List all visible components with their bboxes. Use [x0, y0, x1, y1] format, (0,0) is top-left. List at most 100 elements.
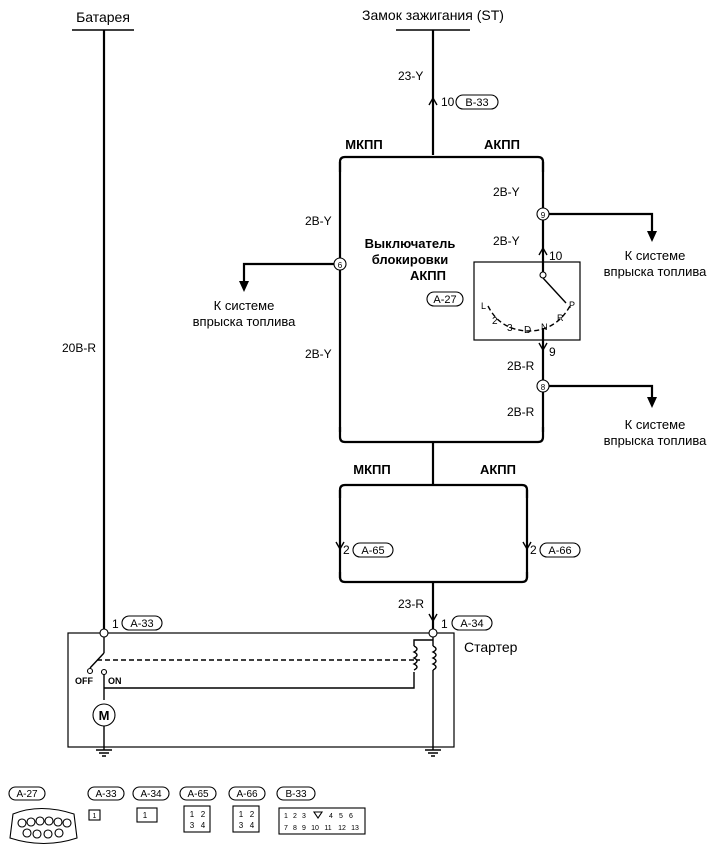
pin-arrow-a66 [522, 541, 532, 551]
mt-lower-wire-label: 2B-Y [305, 347, 332, 361]
at-upper-wire-label-2: 2B-Y [493, 234, 520, 248]
battery-label: Батарея [76, 9, 130, 25]
upper-split-bracket [338, 155, 545, 172]
a65-connector-label: A-65 [361, 545, 384, 557]
a27-connector-label: A-27 [433, 294, 456, 306]
legend-a33-connector-icon [88, 809, 101, 821]
at-bottom-label: АКПП [480, 462, 516, 477]
pin-a27 [44, 816, 54, 826]
mt-fuel-arrow [239, 281, 249, 292]
gear-d: D [524, 325, 531, 336]
a65-pin-number: 2 [343, 543, 350, 557]
pull-in-coil [412, 645, 418, 671]
mt-bottom-label: МКПП [353, 462, 390, 477]
gear-l: L [481, 301, 486, 311]
pin-a27 [62, 818, 72, 828]
inhibitor-pivot [539, 271, 547, 279]
motor-ground-symbol [96, 744, 112, 757]
legend-a66-pin-4: 4 [250, 821, 255, 830]
starter-label: Стартер [464, 639, 518, 655]
legend-a34-tag [132, 786, 170, 801]
coil-feed [413, 637, 434, 646]
legend-b33-pin: 9 [302, 825, 306, 832]
legend-a65-pin-4: 4 [201, 821, 206, 830]
pin-arrow-b33 [428, 96, 438, 106]
legend-b33-pin: 7 [284, 825, 288, 832]
at-upper-fuel-arrow [647, 231, 657, 242]
inhibitor-contact-arc [487, 305, 571, 332]
fuel-left-line1: К системе [214, 298, 275, 313]
starter-terminal [428, 628, 438, 638]
legend-b33-tag [276, 786, 316, 801]
pin-a27 [22, 828, 32, 838]
battery-wire-label: 20B-R [62, 341, 96, 355]
at-upper-fuel-branch [549, 212, 654, 232]
legend-a66-connector-icon [232, 805, 260, 833]
gear-n: N [541, 322, 548, 332]
gear-p: P [569, 300, 575, 310]
legend-b33: B-33 1 2 3 4 5 6 7 8 9 10 11 12 13 [276, 786, 366, 835]
legend-a33-pin: 1 [93, 813, 97, 820]
pin-arrow-a34 [428, 613, 438, 623]
lower-split-bracket [338, 483, 529, 498]
a27-connector-tag [426, 291, 464, 307]
legend-a66: A-66 1 2 3 4 [228, 786, 266, 833]
inhib-pin-top-number: 10 [549, 249, 563, 263]
legend-b33-pin: 2 [293, 813, 297, 820]
legend-b33-pin: 5 [339, 813, 343, 820]
legend-b33-pin: 13 [351, 825, 359, 832]
pin-a27 [35, 816, 45, 826]
pin-a27 [26, 817, 36, 827]
mt-top-label: МКПП [345, 137, 382, 152]
legend-a33-label: A-33 [95, 789, 117, 800]
gear-3: 3 [507, 323, 513, 334]
inhib-pin-arrow-top [538, 246, 548, 256]
legend-a65-pin-1: 1 [190, 810, 195, 819]
pin-a27 [32, 829, 42, 839]
legend-b33-pin: 6 [349, 813, 353, 820]
inhibitor-contact-arm [542, 277, 567, 304]
battery-terminal [99, 628, 109, 638]
fuel-left-line2: впрыска топлива [193, 314, 297, 329]
at-top-label: АКПП [484, 137, 520, 152]
starter-wire-label: 23-R [398, 597, 424, 611]
legend-b33-pin: 11 [324, 825, 331, 832]
gear-r: R [557, 313, 564, 323]
inhibitor-label-1: Выключатель [365, 236, 456, 251]
at-lower-fuel-arrow [647, 397, 657, 408]
at-lower-wire-label-2: 2B-R [507, 405, 535, 419]
inhibitor-label-2: блокировки [372, 252, 449, 267]
b33-connector-label: B-33 [465, 97, 488, 109]
gear-2: 2 [492, 316, 498, 327]
legend-a27-label: A-27 [16, 789, 38, 800]
legend-b33-pin-grid: 1 2 3 4 5 6 7 8 9 10 11 12 13 [284, 811, 359, 832]
pin-a27 [43, 829, 53, 839]
fuel-right-bottom-line2: впрыска топлива [604, 433, 708, 448]
legend-b33-key-icon [312, 811, 324, 819]
a66-connector-label: A-66 [548, 545, 571, 557]
junction-at-lower-number: 8 [541, 383, 546, 392]
junction-mt-number: 6 [338, 261, 343, 270]
pin-a27 [54, 828, 64, 838]
pin-a27 [53, 817, 63, 827]
fuel-right-top-line1: К системе [625, 248, 686, 263]
a33-connector-label: A-33 [130, 618, 153, 630]
fuel-right-top-line2: впрыска топлива [604, 264, 708, 279]
mt-upper-wire-label: 2B-Y [305, 214, 332, 228]
legend-a33: A-33 1 [87, 786, 125, 821]
a66-pin-number: 2 [530, 543, 537, 557]
ignition-label: Замок зажигания (ST) [362, 7, 504, 23]
legend-a66-label: A-66 [236, 789, 258, 800]
lower-merge-bracket [338, 572, 529, 584]
at-lower-fuel-branch [549, 384, 654, 398]
legend-a34-pin: 1 [143, 811, 148, 820]
legend-a65-tag [179, 786, 217, 801]
inhibitor-label-3: АКПП [410, 268, 446, 283]
a33-connector-tag [121, 615, 163, 631]
off-label: OFF [75, 676, 93, 686]
legend-a65: A-65 1 2 3 4 [179, 786, 217, 833]
legend-a66-pin-3: 3 [239, 821, 244, 830]
upper-merge-bracket [338, 427, 545, 444]
pin-a27 [17, 818, 27, 828]
legend-a27-pins [17, 816, 72, 839]
